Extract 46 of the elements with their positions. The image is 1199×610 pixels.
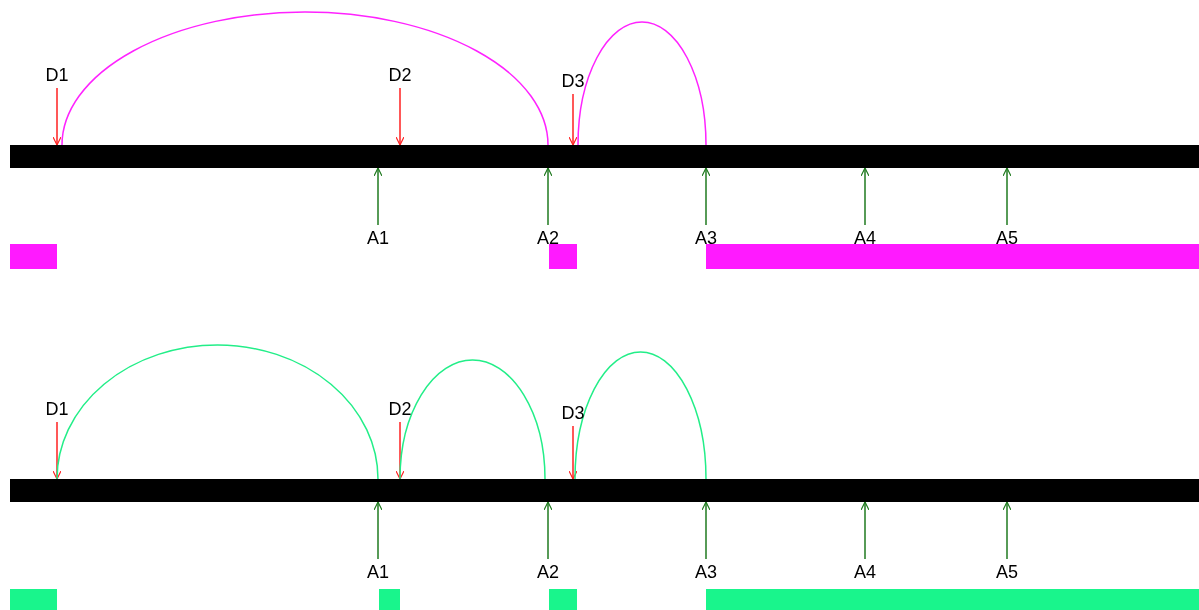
splice-arc xyxy=(61,11,549,146)
site-label: A1 xyxy=(363,561,393,583)
site-label: A1 xyxy=(363,227,393,249)
arrow xyxy=(860,501,870,560)
exon-bar xyxy=(549,589,577,610)
arrow xyxy=(1002,167,1012,226)
arrow xyxy=(543,501,553,560)
arrow xyxy=(395,87,405,146)
site-label: A5 xyxy=(992,561,1022,583)
arrow xyxy=(568,93,578,146)
site-label: A3 xyxy=(691,227,721,249)
arrow xyxy=(543,167,553,226)
site-label: D1 xyxy=(42,64,72,86)
exon-bar xyxy=(379,589,400,610)
site-label: A5 xyxy=(992,227,1022,249)
exon-bar xyxy=(706,589,1199,610)
exon-bar xyxy=(10,244,57,269)
arrow xyxy=(52,421,62,480)
arrow xyxy=(568,425,578,480)
site-label: D1 xyxy=(42,398,72,420)
arrow xyxy=(701,501,711,560)
site-label: D3 xyxy=(558,402,588,424)
arrow xyxy=(373,167,383,226)
site-label: D2 xyxy=(385,64,415,86)
exon-bar xyxy=(10,589,57,610)
arrow xyxy=(701,167,711,226)
site-label: A3 xyxy=(691,561,721,583)
arrow xyxy=(1002,501,1012,560)
arrow xyxy=(373,501,383,560)
site-label: D3 xyxy=(558,70,588,92)
site-label: A4 xyxy=(850,561,880,583)
splice-arc xyxy=(577,21,707,146)
gene-bar xyxy=(10,145,1199,168)
site-label: A4 xyxy=(850,227,880,249)
splice-arc xyxy=(56,344,379,480)
splice-arc xyxy=(574,351,707,480)
site-label: A2 xyxy=(533,561,563,583)
site-label: A2 xyxy=(533,227,563,249)
splice-arc xyxy=(399,359,546,480)
exon-bar xyxy=(706,244,1199,269)
site-label: D2 xyxy=(385,398,415,420)
gene-bar xyxy=(10,479,1199,502)
arrow xyxy=(52,87,62,146)
exon-bar xyxy=(549,244,577,269)
arrow xyxy=(860,167,870,226)
arrow xyxy=(395,421,405,480)
